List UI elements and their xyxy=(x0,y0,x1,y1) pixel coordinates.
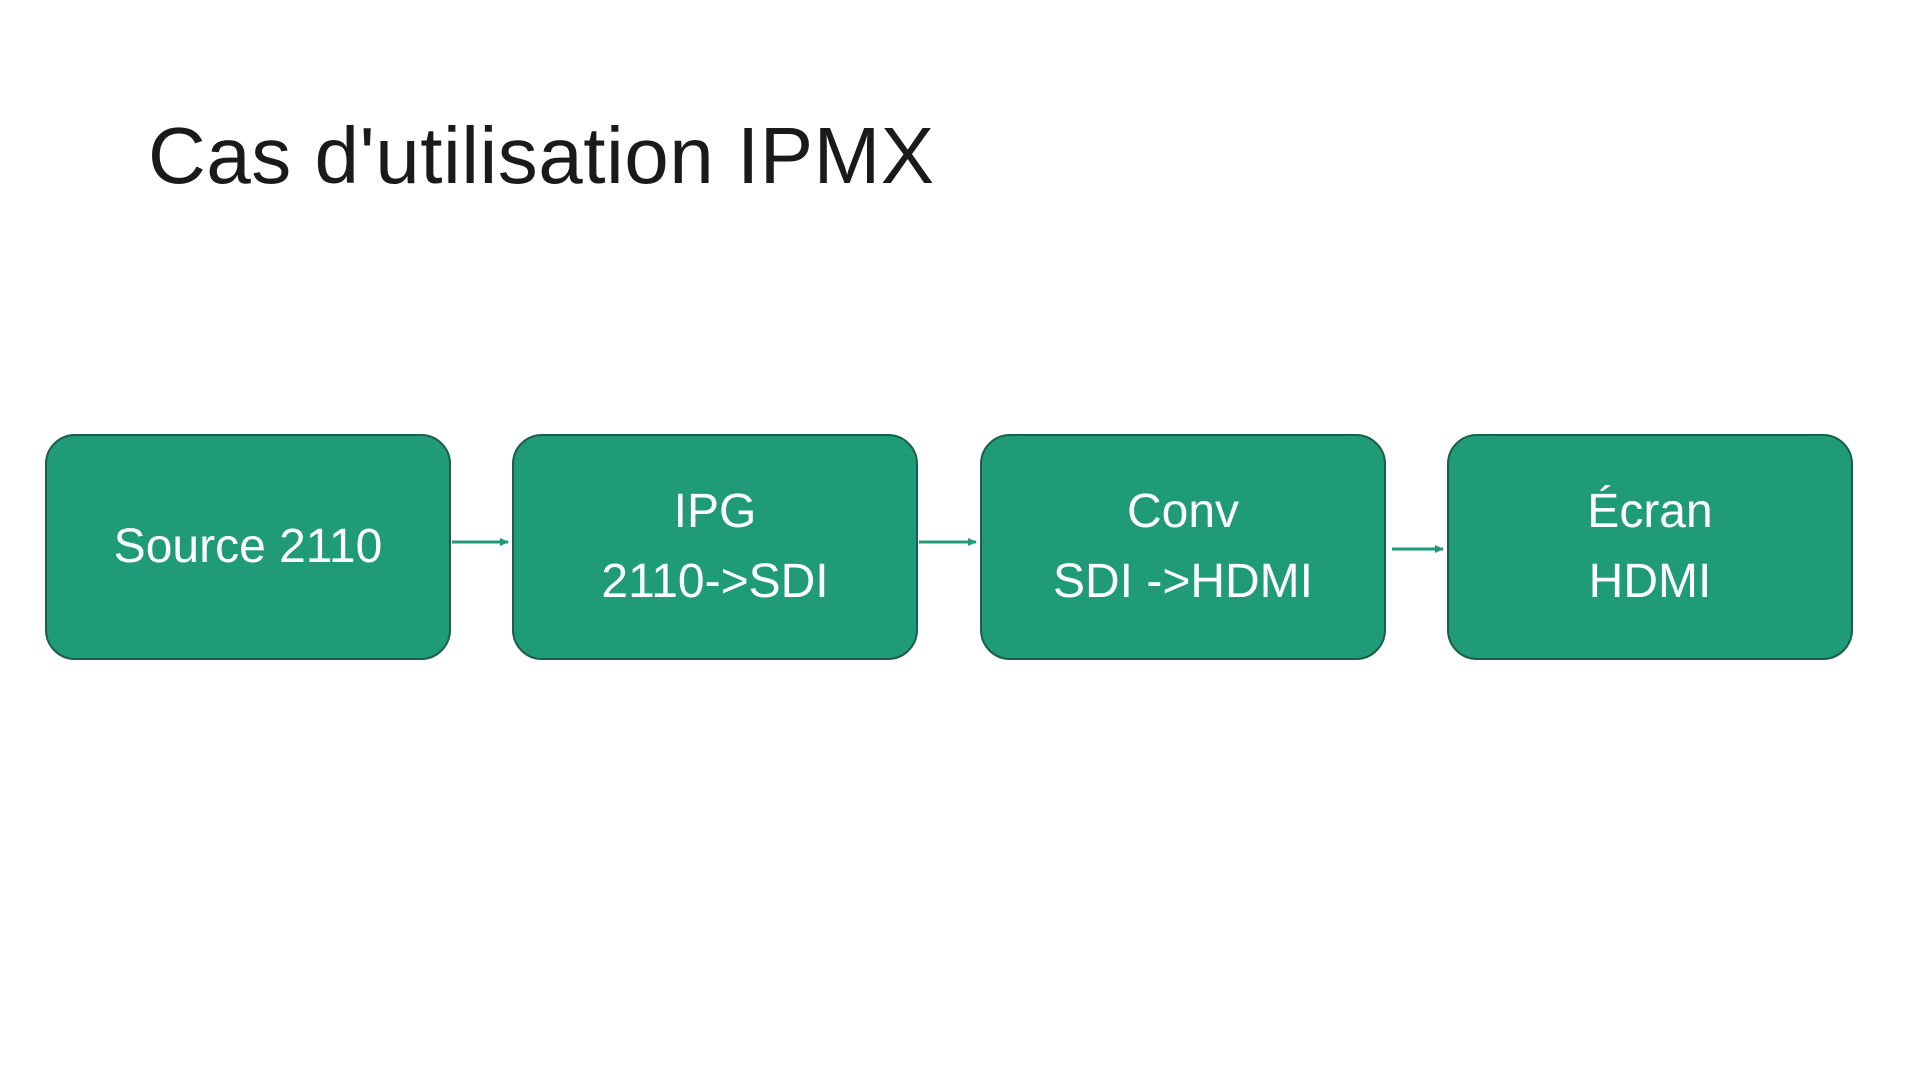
node-ecran: Écran HDMI xyxy=(1447,434,1853,660)
node-source-label: Source 2110 xyxy=(113,520,383,573)
node-ipg-subtitle: 2110->SDI xyxy=(601,555,829,608)
node-ecran-subtitle: HDMI xyxy=(1588,555,1712,608)
node-source-2110: Source 2110 xyxy=(45,434,451,660)
node-conv: Conv SDI ->HDMI xyxy=(980,434,1386,660)
node-ecran-title: Écran xyxy=(1587,485,1713,538)
slide-title: Cas d'utilisation IPMX xyxy=(148,111,935,200)
node-conv-subtitle: SDI ->HDMI xyxy=(1052,555,1313,608)
node-ipg-title: IPG xyxy=(673,485,757,538)
node-ipg: IPG 2110->SDI xyxy=(512,434,918,660)
node-conv-title: Conv xyxy=(1126,485,1240,538)
